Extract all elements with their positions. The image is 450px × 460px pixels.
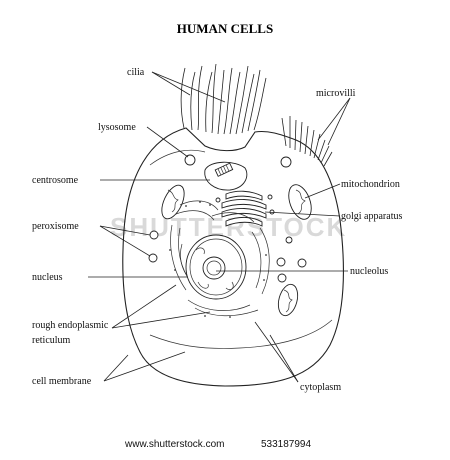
vesicle bbox=[285, 236, 293, 244]
label-cilia: cilia bbox=[127, 67, 145, 78]
ribosome bbox=[209, 204, 211, 206]
label-microvilli: microvilli bbox=[316, 88, 356, 99]
cell-membrane-outline bbox=[122, 127, 344, 387]
cytoplasm-boundary bbox=[149, 319, 333, 349]
peroxisome bbox=[148, 253, 158, 263]
mitochondrion bbox=[277, 283, 299, 317]
centrosome bbox=[204, 161, 248, 191]
label-nucleus: nucleus bbox=[32, 272, 63, 283]
lysosome bbox=[280, 156, 292, 168]
label-cytoplasm: cytoplasm bbox=[300, 382, 341, 393]
membrane-inner-line bbox=[149, 149, 206, 166]
nucleolus bbox=[202, 256, 226, 280]
label-golgi-apparatus: golgi apparatus bbox=[341, 211, 402, 222]
ribosome bbox=[199, 201, 201, 203]
label-nucleolus: nucleolus bbox=[350, 266, 388, 277]
label-rough-er-line1: rough endoplasmic bbox=[32, 320, 109, 331]
peroxisome bbox=[297, 258, 307, 268]
microvilli-group bbox=[281, 116, 333, 167]
diagram-title: HUMAN CELLS bbox=[177, 21, 273, 36]
leader-lines bbox=[88, 71, 351, 383]
rough-endoplasmic-reticulum bbox=[169, 200, 270, 318]
label-lysosome: lysosome bbox=[98, 122, 136, 133]
ribosome bbox=[185, 205, 187, 207]
ribosome bbox=[263, 279, 265, 281]
nucleus bbox=[185, 234, 247, 300]
peroxisome bbox=[149, 230, 159, 240]
footer-site: www.shutterstock.com bbox=[124, 439, 224, 450]
peroxisome bbox=[277, 273, 287, 283]
golgi-apparatus bbox=[215, 190, 275, 227]
label-rough-er-line2: reticulum bbox=[32, 335, 71, 346]
ribosome bbox=[229, 316, 231, 318]
ribosome bbox=[204, 315, 206, 317]
label-centrosome: centrosome bbox=[32, 175, 79, 186]
ribosome bbox=[169, 249, 171, 251]
ribosome bbox=[174, 269, 176, 271]
cilia-group bbox=[180, 63, 267, 135]
footer-id: 533187994 bbox=[261, 439, 311, 450]
label-mitochondrion: mitochondrion bbox=[341, 179, 400, 190]
label-peroxisome: peroxisome bbox=[32, 221, 79, 232]
mitochondrion bbox=[288, 184, 312, 220]
ribosome bbox=[265, 254, 267, 256]
mitochondrion bbox=[161, 184, 185, 220]
peroxisome bbox=[276, 257, 286, 267]
lysosome bbox=[184, 154, 196, 166]
label-cell-membrane: cell membrane bbox=[32, 376, 92, 387]
